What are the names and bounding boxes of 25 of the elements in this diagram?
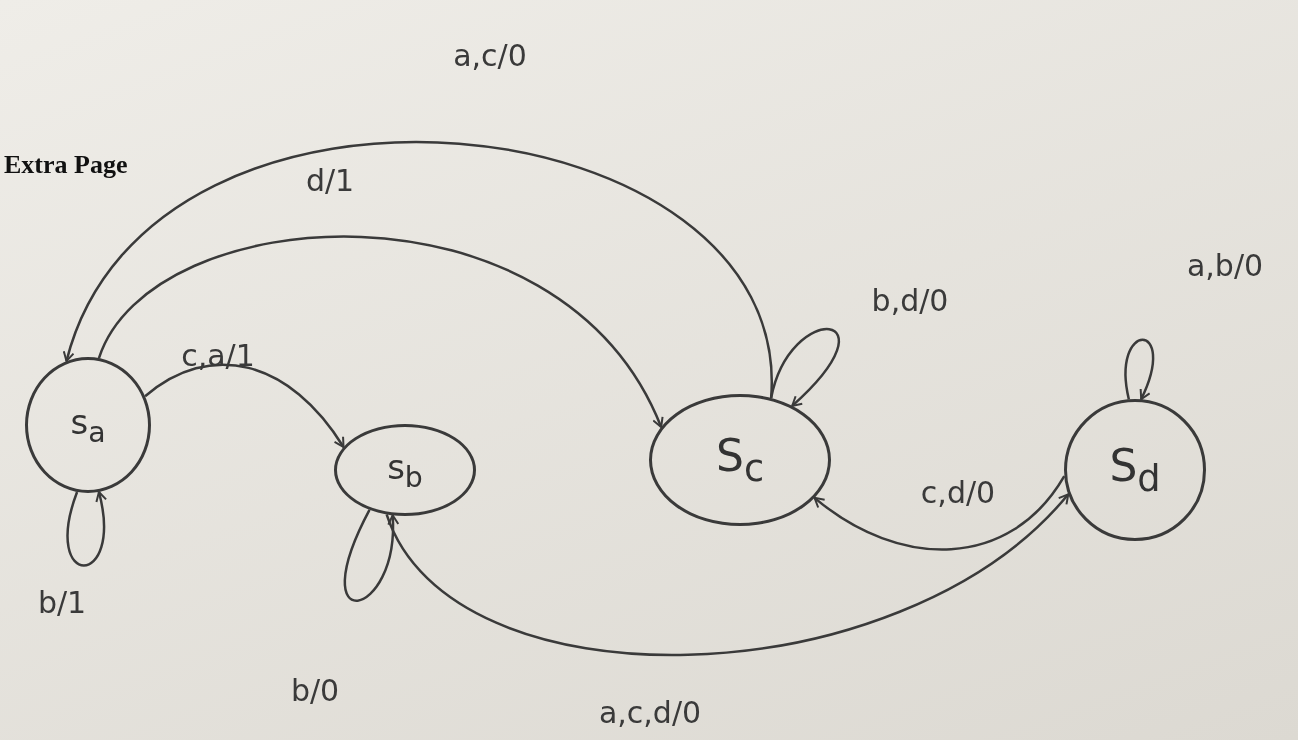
transition-arrow xyxy=(97,235,663,428)
transition-arrow xyxy=(66,490,107,567)
edge-label: b/0 xyxy=(289,672,341,708)
edge-label: d/1 xyxy=(304,162,356,198)
edge-label: a,b/0 xyxy=(1185,247,1265,283)
transition-arrow xyxy=(343,509,399,602)
edge-label: b,d/0 xyxy=(870,282,950,318)
transition-arrow xyxy=(144,363,345,448)
state-name: s$_{a}$ xyxy=(70,401,106,449)
state-name: S$_{d}$ xyxy=(1109,440,1161,500)
edge-label: c,d/0 xyxy=(919,474,997,510)
edge-label: b/1 xyxy=(36,584,88,620)
transition-arrow xyxy=(385,493,1070,657)
edge-label: a,c/0 xyxy=(452,37,528,73)
transition-arrow xyxy=(813,475,1066,551)
state-circle xyxy=(334,424,476,516)
edge-label: a,c,d/0 xyxy=(597,694,703,730)
page-heading: Extra Page xyxy=(4,150,128,180)
state-name: S$_{c}$ xyxy=(715,430,765,490)
state-circle xyxy=(1064,399,1206,541)
state-circle xyxy=(649,394,831,526)
transition-arrow xyxy=(769,328,840,407)
state-name: s$_{b}$ xyxy=(387,446,423,494)
transition-arrow xyxy=(1124,339,1155,401)
state-circle xyxy=(25,357,151,493)
